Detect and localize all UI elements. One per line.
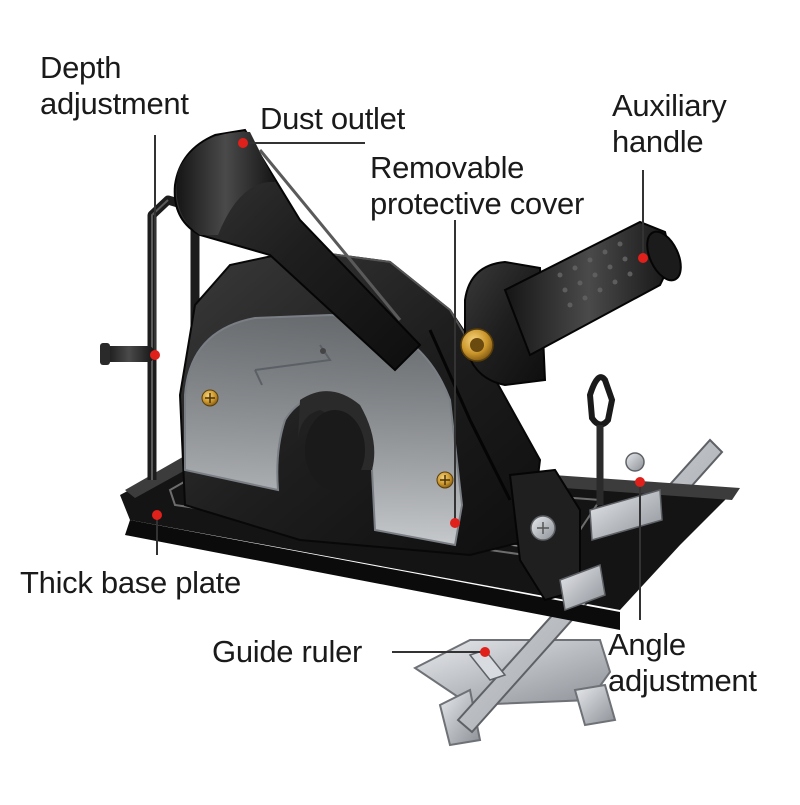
screw-icon (201, 389, 454, 489)
dust-outlet-tube (173, 128, 422, 372)
label-removable-cover: Removable protective cover (370, 150, 584, 222)
red-dot-marker-icon (150, 138, 648, 657)
label-depth-adjustment-line1: Depth (40, 50, 122, 85)
marker-depth-adjustment (150, 350, 160, 360)
label-auxiliary-handle-line2: handle (612, 124, 704, 159)
marker-removable-cover (450, 518, 460, 528)
marker-dust-outlet (238, 138, 248, 148)
label-dust-outlet: Dust outlet (260, 101, 405, 136)
depth-adjustment-rod (100, 195, 200, 480)
label-auxiliary-handle-line1: Auxiliary (612, 88, 727, 123)
marker-angle-adjustment (635, 477, 645, 487)
marker-auxiliary-handle (638, 253, 648, 263)
leader-lines (154, 135, 644, 653)
label-removable-cover-line2: protective cover (370, 186, 585, 221)
marker-thick-base-plate (152, 510, 162, 520)
protective-cover (184, 313, 464, 547)
label-angle-adjustment-line2: adjustment (608, 663, 757, 698)
marker-guide-ruler (480, 647, 490, 657)
auxiliary-handle (464, 220, 682, 387)
label-thick-base-plate: Thick base plate (20, 565, 241, 600)
label-angle-adjustment-line1: Angle (608, 627, 686, 662)
label-auxiliary-handle: Auxiliary handle (612, 88, 727, 160)
angle-adjustment-bracket (508, 374, 663, 612)
label-angle-adjustment: Angle adjustment (608, 627, 757, 699)
label-guide-ruler: Guide ruler (212, 634, 363, 669)
label-removable-cover-line1: Removable (370, 150, 525, 185)
label-depth-adjustment-line2: adjustment (40, 86, 189, 121)
label-depth-adjustment: Depth adjustment (40, 50, 189, 122)
brass-nut-icon (460, 328, 494, 362)
